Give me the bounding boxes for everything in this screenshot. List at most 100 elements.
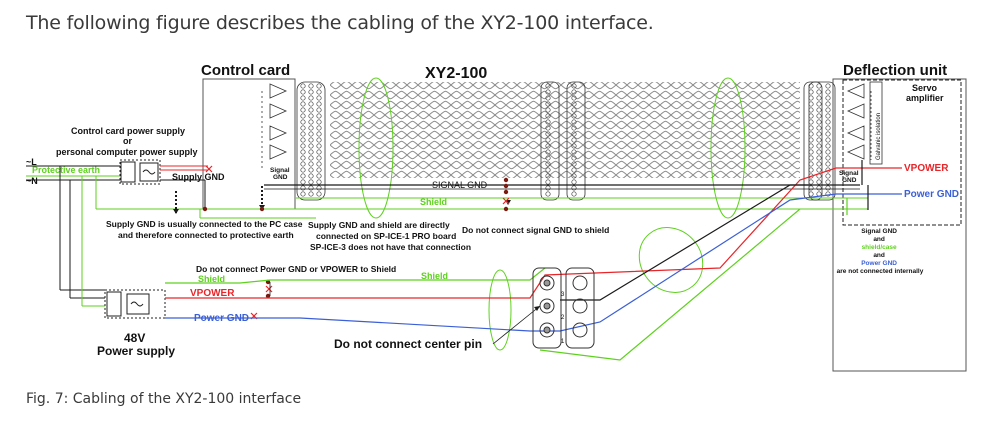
note-arrows <box>173 200 511 214</box>
connector-pin <box>300 89 306 95</box>
cc-psu-box <box>119 159 161 185</box>
connector-pin <box>316 131 322 137</box>
connector-pin <box>808 101 814 107</box>
deflection-unit-frame <box>832 78 967 372</box>
connector-pin <box>308 83 314 89</box>
note-no-power-shield: Do not connect Power GND or VPOWER to Sh… <box>196 264 396 274</box>
connector-pin <box>808 131 814 137</box>
connector-pin <box>825 89 831 95</box>
connector-pin <box>571 125 577 131</box>
center-pin-pointer <box>492 305 541 345</box>
connector-pin <box>571 149 577 155</box>
connector-pin <box>808 191 814 197</box>
connector-pin <box>808 149 814 155</box>
connector-pin <box>308 149 314 155</box>
power-gnd-left-label: Power GND <box>194 313 249 324</box>
connector-pin <box>816 155 822 161</box>
connector-pin <box>571 143 577 149</box>
pin-1-label: 1 <box>561 339 565 345</box>
connector-pin <box>808 167 814 173</box>
deflection-power-wires <box>836 160 902 215</box>
shield-ellipse-3 <box>488 269 512 351</box>
connector-pin <box>316 161 322 167</box>
connector-pin <box>308 101 314 107</box>
connector-pin <box>816 161 822 167</box>
servo-amplifier-label: Servo amplifier <box>906 83 944 103</box>
connector-pin <box>571 191 577 197</box>
connector-pin <box>816 167 822 173</box>
connector-pin <box>825 131 831 137</box>
connector-pin <box>545 119 551 125</box>
connector-pin <box>816 179 822 185</box>
connector-pin <box>825 137 831 143</box>
connector-pin <box>825 113 831 119</box>
connector-pin <box>808 155 814 161</box>
connector-pin <box>825 95 831 101</box>
shield-label-left: Shield <box>198 274 225 284</box>
connector-pin <box>571 83 577 89</box>
connector-pin <box>316 173 322 179</box>
connector-pin <box>545 173 551 179</box>
connector-pin <box>571 167 577 173</box>
connector-pin <box>316 143 322 149</box>
connector-pin <box>808 119 814 125</box>
connector-pin <box>300 143 306 149</box>
connector-pin <box>545 131 551 137</box>
connector-pin <box>545 107 551 113</box>
cc-psu-outputs <box>160 165 208 209</box>
connector-pin <box>571 179 577 185</box>
connector-pin <box>300 107 306 113</box>
cabling-diagram: Control card XY2-100 Deflection unit Ser… <box>26 62 967 372</box>
connector-pin <box>571 113 577 119</box>
connector-pin <box>300 167 306 173</box>
cc-psu-pc: personal computer power supply <box>56 147 198 157</box>
connector-pin <box>545 89 551 95</box>
connector-pin <box>571 107 577 113</box>
connector-control-card <box>296 81 326 201</box>
mains-wires <box>26 165 120 307</box>
protective-earth-label: Protective earth <box>32 165 100 175</box>
connector-pin <box>308 95 314 101</box>
connector-pin <box>308 167 314 173</box>
connector-pin <box>816 125 822 131</box>
connector-pin <box>300 113 306 119</box>
connector-pin <box>300 179 306 185</box>
connector-pin <box>571 161 577 167</box>
connector-pin <box>308 131 314 137</box>
connector-pin <box>816 113 822 119</box>
connector-pin <box>816 101 822 107</box>
connector-pin <box>825 173 831 179</box>
connector-pin <box>571 101 577 107</box>
psu-48v-box <box>104 289 166 319</box>
shield-ellipse-1 <box>358 77 394 219</box>
shield-label-top: Shield <box>420 197 447 207</box>
connector-pin <box>816 89 822 95</box>
vpower-left-label: VPOWER <box>190 288 235 299</box>
connector-pin <box>808 161 814 167</box>
connector-pin <box>571 155 577 161</box>
psu-48v-label: Power supply <box>97 344 175 358</box>
line-receivers <box>847 81 883 165</box>
signal-gnd-bus-label: SIGNAL GND <box>432 180 488 190</box>
connector-pin <box>816 185 822 191</box>
center-pin-note: Do not connect center pin <box>334 337 482 351</box>
connector-pin <box>571 131 577 137</box>
control-card-title: Control card <box>201 62 290 79</box>
supply-gnd-markers <box>175 186 263 214</box>
figure-caption: Fig. 7: Cabling of the XY2-100 interface <box>26 391 302 407</box>
connector-pin <box>825 101 831 107</box>
note-deflection: Signal GND and shield/case and Power GND… <box>837 228 924 275</box>
connector-pin <box>825 161 831 167</box>
vpower-right-label: VPOWER <box>904 163 949 174</box>
connector-pin <box>825 143 831 149</box>
twisted-pair-bundle <box>330 82 800 178</box>
connector-pin <box>571 89 577 95</box>
connector-pin <box>825 125 831 131</box>
connector-pin <box>545 149 551 155</box>
line-n-label: ~N <box>26 176 38 186</box>
connector-pin <box>571 137 577 143</box>
connector-pin <box>308 191 314 197</box>
connector-pin <box>816 107 822 113</box>
connector-pin <box>825 107 831 113</box>
connector-pin <box>300 95 306 101</box>
